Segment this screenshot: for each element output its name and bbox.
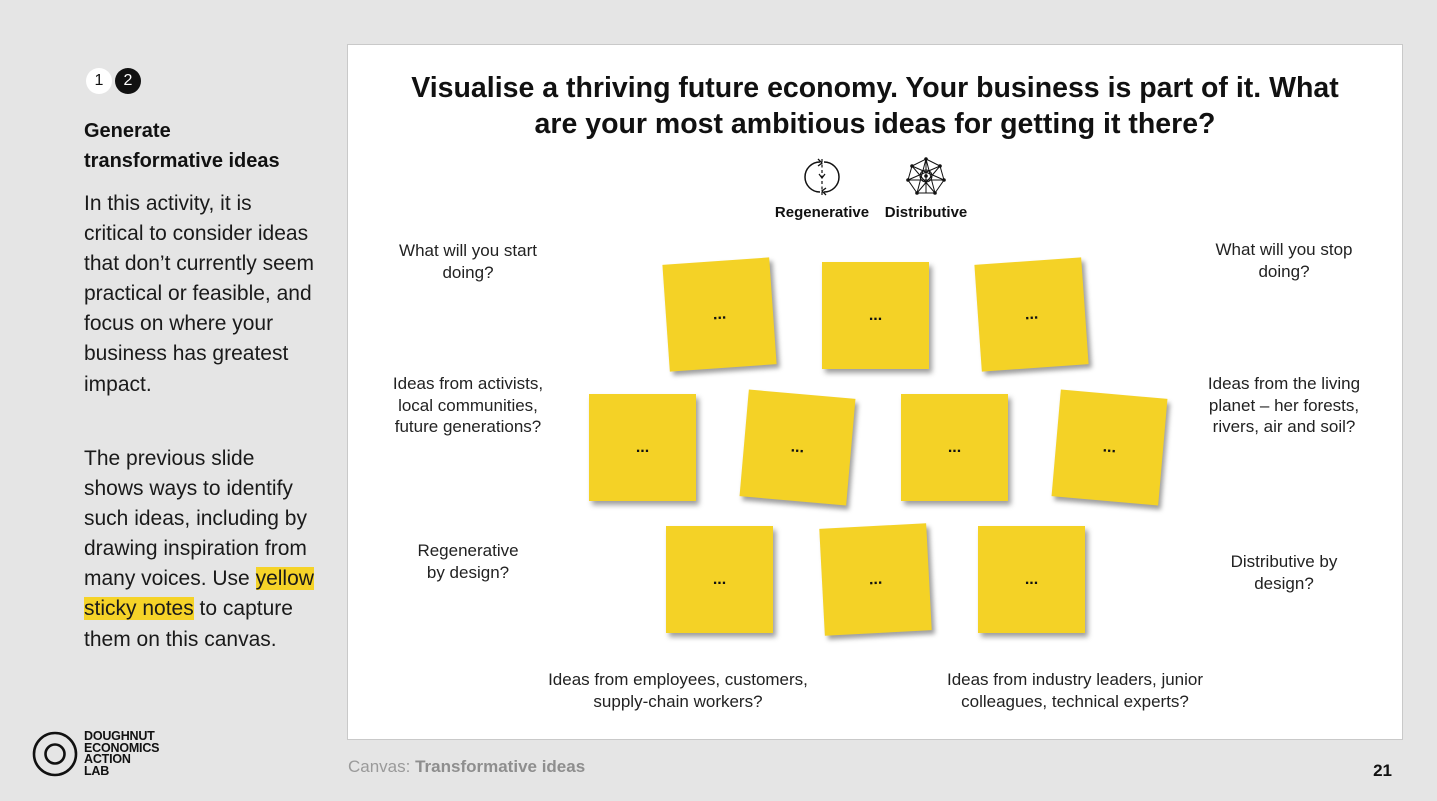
sticky-note[interactable]: ... (819, 523, 932, 636)
doughnut-logo-icon (32, 731, 78, 777)
logo-wordmark: DOUGHNUT ECONOMICS ACTION LAB (84, 729, 160, 778)
step-2-dot[interactable]: 2 (115, 68, 141, 94)
distributive-network-icon (906, 157, 946, 195)
sidebar-paragraph-1: In this activity, it is critical to cons… (84, 192, 314, 396)
sticky-note[interactable]: ... (978, 526, 1085, 633)
sticky-note[interactable]: ... (589, 394, 696, 501)
sticky-note[interactable]: ... (739, 389, 856, 506)
canvas-title: Visualise a thriving future economy. You… (411, 72, 1339, 140)
legend-regenerative: Regenerative (773, 157, 871, 221)
logo-line: ACTION (84, 752, 131, 766)
sidebar-title: Generate transformative ideas (84, 120, 280, 172)
legend-distributive: Distributive (881, 157, 971, 221)
deal-logo: DOUGHNUT ECONOMICS ACTION LAB (32, 729, 160, 778)
prompt-industry: Ideas from industry leaders, junior coll… (946, 670, 1204, 711)
prompt-living-planet: Ideas from the living planet – her fores… (1207, 374, 1361, 436)
regenerative-loop-icon (804, 158, 840, 196)
sticky-note[interactable]: ... (1051, 389, 1168, 506)
logo-line: ECONOMICS (84, 740, 160, 755)
legend-distributive-label: Distributive (884, 204, 968, 221)
prompt-start-doing: What will you start doing? (399, 241, 537, 282)
legend-regenerative-label: Regenerative (774, 204, 870, 221)
prompt-regenerative-design: Regenerative by design? (417, 541, 519, 582)
paragraph-2-text-after: to capture them on this canvas. (84, 597, 293, 651)
caption-title: Transformative ideas (415, 757, 586, 776)
prompt-stop-doing: What will you stop doing? (1215, 240, 1353, 281)
sidebar-paragraph-2: The previous slide shows ways to identif… (84, 444, 316, 655)
prompt-employees: Ideas from employees, customers, supply-… (548, 670, 808, 711)
paragraph-2-text-before: The previous slide shows ways to identif… (84, 447, 307, 591)
prompt-activists: Ideas from activists, local communities,… (392, 374, 544, 436)
ideas-canvas: Visualise a thriving future economy. You… (347, 44, 1403, 740)
step-indicator: 1 2 (86, 68, 141, 94)
logo-line: DOUGHNUT (84, 729, 155, 743)
sticky-note[interactable]: ... (822, 262, 929, 369)
sticky-note[interactable]: ... (666, 526, 773, 633)
canvas-caption: Canvas: Transformative ideas (348, 757, 585, 777)
sticky-note[interactable]: ... (974, 257, 1089, 372)
page-number: 21 (1373, 761, 1392, 780)
prompt-distributive-design: Distributive by design? (1230, 552, 1338, 593)
sticky-note[interactable]: ... (662, 257, 777, 372)
caption-prefix: Canvas: (348, 757, 416, 776)
step-1-dot[interactable]: 1 (86, 68, 112, 94)
sticky-note[interactable]: ... (901, 394, 1008, 501)
logo-line: LAB (84, 763, 110, 778)
